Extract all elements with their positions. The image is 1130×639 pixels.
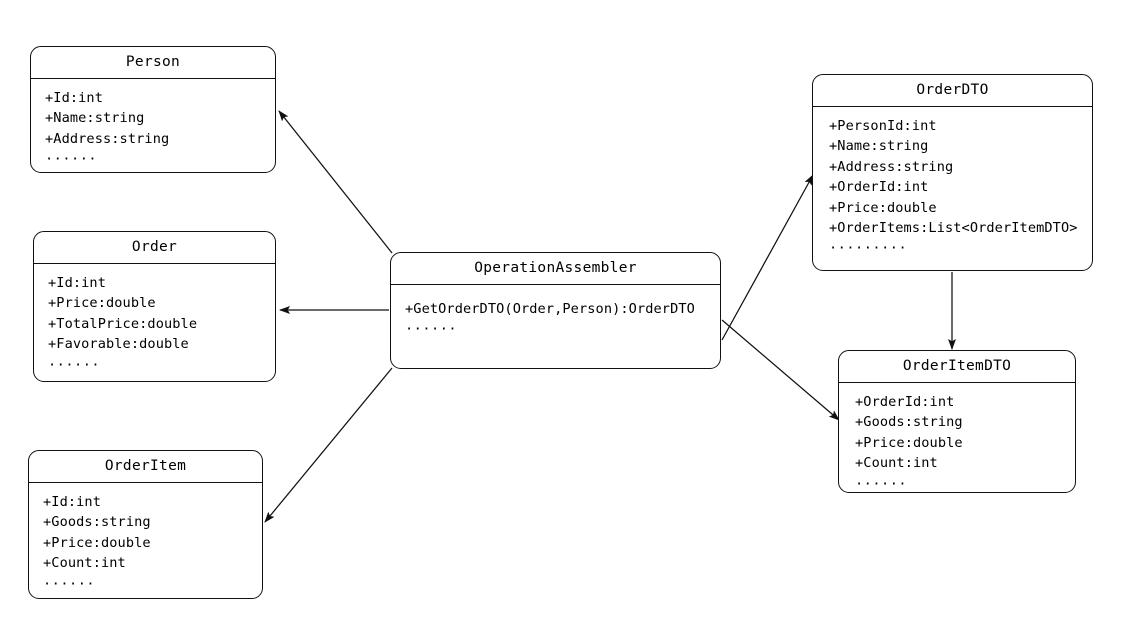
class-box-orderitemdto[interactable]: OrderItemDTO +OrderId:int +Goods:string … xyxy=(838,350,1076,493)
class-members-orderitem: +Id:int +Goods:string +Price:double +Cou… xyxy=(29,483,262,598)
class-member: +Price:double xyxy=(855,434,963,451)
class-name-operationassembler: OperationAssembler xyxy=(391,253,720,285)
class-member: +Address:string xyxy=(45,130,170,147)
edge-assembler-to-orderitem xyxy=(264,367,393,523)
class-box-orderitem[interactable]: OrderItem +Id:int +Goods:string +Price:d… xyxy=(28,450,263,599)
class-members-person: +Id:int +Name:string +Address:string ···… xyxy=(31,79,275,172)
class-box-person[interactable]: Person +Id:int +Name:string +Address:str… xyxy=(30,46,276,173)
class-member: +GetOrderDTO(Order,Person):OrderDTO xyxy=(405,301,695,317)
class-member-ellipsis: ······ xyxy=(43,575,96,592)
class-member-ellipsis: ······ xyxy=(855,475,908,492)
class-member: +Count:int xyxy=(43,555,126,572)
class-member: +Price:double xyxy=(43,534,151,551)
class-box-operationassembler[interactable]: OperationAssembler +GetOrderDTO(Order,Pe… xyxy=(390,252,721,369)
class-name-orderitemdto: OrderItemDTO xyxy=(839,351,1075,383)
class-member: +Id:int xyxy=(43,494,101,510)
edge-assembler-to-person xyxy=(278,110,393,254)
class-member: +Favorable:double xyxy=(48,336,189,353)
class-name-orderitem: OrderItem xyxy=(29,451,262,483)
class-name-order: Order xyxy=(34,232,275,264)
class-member: +PersonId:int xyxy=(829,118,937,134)
class-member: +OrderId:int xyxy=(855,394,955,410)
class-member: +Goods:string xyxy=(855,414,963,431)
class-member: +Address:string xyxy=(829,158,954,175)
class-member: +Id:int xyxy=(48,275,106,291)
class-member: +Goods:string xyxy=(43,514,151,531)
class-name-orderdto: OrderDTO xyxy=(813,75,1092,107)
edge-assembler-to-orderitemdto xyxy=(721,319,840,421)
edge-assembler-to-orderdto xyxy=(721,174,814,341)
class-member: +Price:double xyxy=(829,199,937,216)
class-members-orderdto: +PersonId:int +Name:string +Address:stri… xyxy=(813,107,1092,265)
class-member: +Price:double xyxy=(48,295,156,312)
class-member: +Count:int xyxy=(855,455,938,472)
class-box-orderdto[interactable]: OrderDTO +PersonId:int +Name:string +Add… xyxy=(812,74,1093,271)
class-member: +Name:string xyxy=(45,110,145,127)
class-member: +Name:string xyxy=(829,138,929,155)
class-member: +Id:int xyxy=(45,90,103,106)
class-members-orderitemdto: +OrderId:int +Goods:string +Price:double… xyxy=(839,383,1075,492)
class-name-person: Person xyxy=(31,47,275,79)
class-box-order[interactable]: Order +Id:int +Price:double +TotalPrice:… xyxy=(33,231,276,382)
class-member: +TotalPrice:double xyxy=(48,315,198,332)
class-member-ellipsis: ······ xyxy=(48,356,101,373)
class-member-ellipsis: ········· xyxy=(829,240,908,257)
class-member-ellipsis: ······ xyxy=(405,321,458,338)
class-member: +OrderItems:List<OrderItemDTO> xyxy=(829,220,1078,237)
class-member: +OrderId:int xyxy=(829,179,929,196)
class-members-order: +Id:int +Price:double +TotalPrice:double… xyxy=(34,264,275,381)
class-member-ellipsis: ······ xyxy=(45,151,98,168)
class-members-operationassembler: +GetOrderDTO(Order,Person):OrderDTO ····… xyxy=(391,285,720,346)
